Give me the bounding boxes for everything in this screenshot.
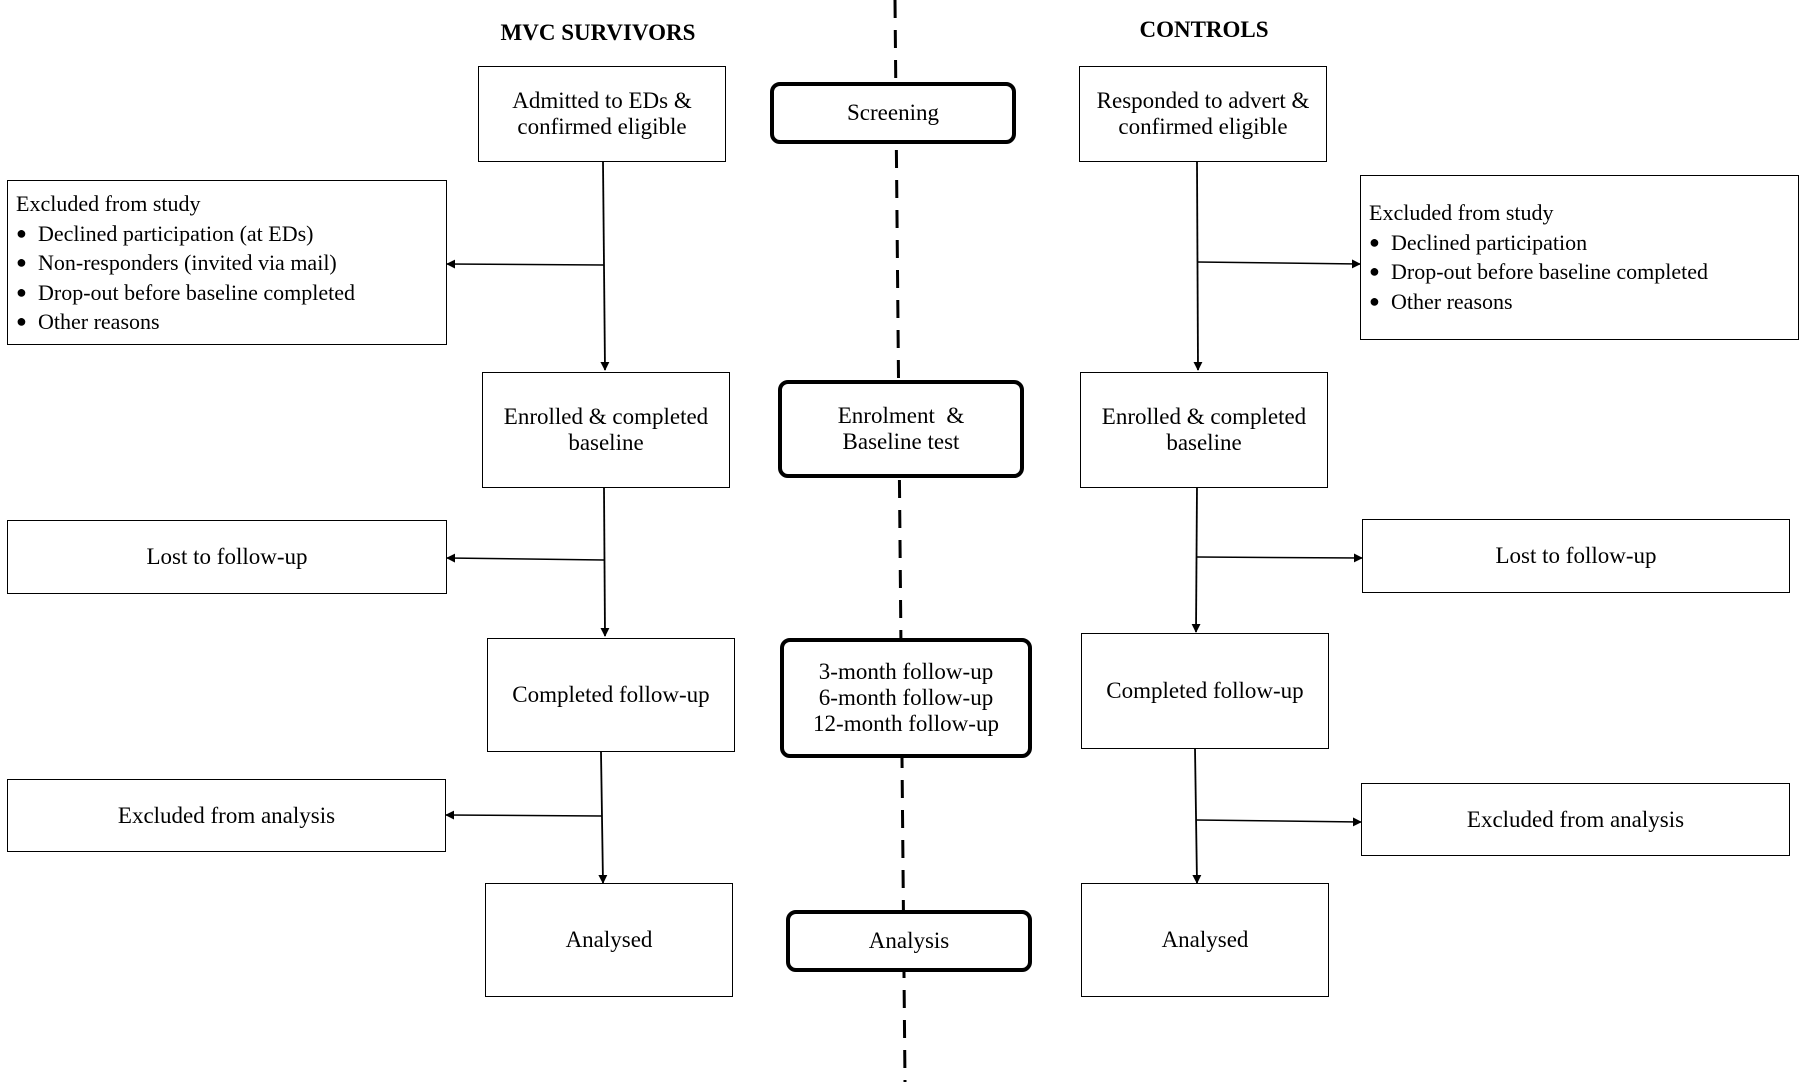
right-exclusion-arrow [1196,259,1361,269]
left-enrolled-line-2: baseline [568,430,644,455]
left-screening-line-2: confirmed eligible [517,114,687,139]
left-enrolled-box: Enrolled & completed baseline [482,372,730,488]
right-column-heading: CONTROLS [1139,17,1269,42]
right-lost-box: Lost to follow-up [1362,519,1790,593]
stage-followup-line-3: 12-month follow-up [813,711,999,736]
list-item-label: Declined participation (at EDs) [38,220,314,246]
list-item-label: Declined participation [1391,229,1588,255]
list-item-label: Other reasons [1391,288,1513,314]
bullet-icon: ● [16,281,27,302]
right-excluded-study-list: ● Declined participation ● Drop-out before… [1369,228,1790,317]
left-excluded-analysis-box: Excluded from analysis [7,779,446,852]
right-flow-arrow-2 [1191,484,1201,633]
stage-enrolment-line-2: Baseline test [842,429,960,454]
left-excluded-analysis-arrow [445,810,603,820]
left-excluded-analysis-label: Excluded from analysis [117,802,336,828]
stage-enrolment-line-1: Enrolment & [837,403,965,428]
right-analysed-label: Analysed [1161,927,1249,952]
right-screening-line-2: confirmed eligible [1118,114,1288,139]
list-item: ● Other reasons [16,307,438,337]
stage-screening: Screening [770,82,1016,144]
bullet-icon: ● [1369,261,1380,281]
right-excluded-analysis-arrow [1195,817,1362,827]
stage-followup: 3-month follow-up 6-month follow-up 12-m… [780,638,1032,758]
right-flow-arrow-3 [1192,747,1202,884]
right-screening-box: Responded to advert & confirmed eligible [1079,66,1327,162]
right-enrolled-line-1: Enrolled & completed [1101,404,1307,429]
left-excluded-study-title: Excluded from study [16,191,201,216]
left-flow-arrow-1 [600,161,610,371]
list-item: ● Drop-out before baseline completed [16,278,438,308]
list-item-label: Other reasons [38,309,160,334]
left-enrolled-line-1: Enrolled & completed [503,404,709,429]
list-item-label: Drop-out before baseline completed [38,279,356,305]
left-flow-arrow-2 [600,487,610,637]
left-flow-arrow-3 [598,751,608,884]
list-item-label: Non-responders (invited via mail) [38,250,337,275]
right-analysed-box: Analysed [1081,883,1329,997]
left-screening-box: Admitted to EDs & confirmed eligible [478,66,726,162]
list-item: ● Declined participation (at EDs) [16,219,438,249]
left-completed-box: Completed follow-up [487,638,735,752]
stage-screening-line-1: Screening [847,100,939,125]
list-item: ● Non-responders (invited via mail) [16,248,438,278]
bullet-icon: ● [1369,290,1380,311]
right-screening-line-1: Responded to advert & [1096,88,1310,113]
left-completed-label: Completed follow-up [512,682,710,707]
left-column-heading: MVC SURVIVORS [500,20,696,45]
left-excluded-study-list: ● Declined participation (at EDs) ● Non-re… [16,219,438,337]
right-excluded-analysis-label: Excluded from analysis [1466,806,1685,832]
right-lost-arrow [1196,553,1363,563]
list-item: ● Other reasons [1369,287,1790,317]
right-excluded-analysis-box: Excluded from analysis [1361,783,1790,856]
left-lost-arrow [446,553,605,563]
right-flow-arrow-1 [1193,161,1203,371]
right-completed-box: Completed follow-up [1081,633,1329,749]
bullet-icon: ● [16,222,27,243]
center-dashed-divider [893,0,907,1082]
right-excluded-study-title: Excluded from study [1369,200,1554,225]
stage-analysis: Analysis [786,910,1032,972]
list-item-label: Drop-out before baseline completed [1391,259,1709,284]
left-excluded-study-box: Excluded from study ● Declined participat… [7,180,447,345]
left-screening-line-1: Admitted to EDs & [512,88,692,113]
stage-followup-line-1: 3-month follow-up [818,659,994,684]
right-completed-label: Completed follow-up [1106,678,1304,703]
left-lost-label: Lost to follow-up [146,544,308,569]
bullet-icon: ● [1369,231,1380,252]
bullet-icon: ● [16,311,27,331]
right-lost-label: Lost to follow-up [1495,543,1657,568]
left-analysed-label: Analysed [565,927,653,952]
right-enrolled-line-2: baseline [1166,430,1242,455]
right-excluded-study-box: Excluded from study ● Declined participat… [1360,175,1799,340]
right-enrolled-box: Enrolled & completed baseline [1080,372,1328,488]
left-lost-box: Lost to follow-up [7,520,447,594]
bullet-icon: ● [16,252,27,272]
stage-analysis-line-1: Analysis [868,928,950,953]
stage-enrolment: Enrolment & Baseline test [778,380,1024,478]
stage-followup-line-2: 6-month follow-up [818,685,994,710]
left-analysed-box: Analysed [485,883,733,997]
list-item: ● Declined participation [1369,228,1790,258]
left-exclusion-arrow [446,259,605,269]
list-item: ● Drop-out before baseline completed [1369,257,1790,287]
